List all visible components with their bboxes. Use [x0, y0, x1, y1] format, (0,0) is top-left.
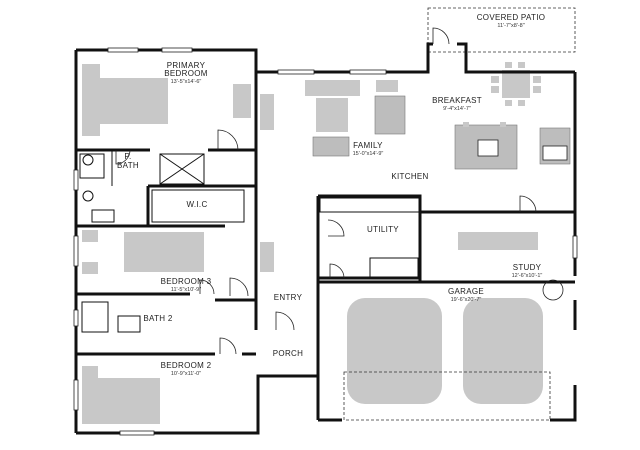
study-dim: 12'-6"x10'-1": [512, 273, 543, 279]
bedroom-3-label: BEDROOM 3: [161, 277, 212, 286]
covered-patio-area: [427, 7, 576, 53]
furniture: [82, 62, 571, 424]
family-label: FAMILY: [353, 141, 383, 150]
bedroom-2-dim: 10'-9"x11'-0": [171, 371, 201, 377]
primary-bedroom-dim: 13'-5"x14'-6": [171, 79, 202, 85]
p-bath-label: P.: [124, 152, 131, 161]
utility-label: UTILITY: [367, 225, 399, 234]
wic-label: W.I.C: [186, 200, 207, 209]
walls: [74, 42, 577, 435]
windows: [73, 47, 578, 436]
garage-label: GARAGE: [448, 287, 484, 296]
breakfast-label: BREAKFAST: [432, 96, 482, 105]
study-label: STUDY: [513, 263, 542, 272]
covered-patio-label: COVERED PATIO: [477, 13, 546, 22]
breakfast-dim: 9'-4"x14'-7": [443, 106, 471, 112]
bath-2-label: BATH 2: [143, 314, 172, 323]
garage-door: [343, 371, 551, 421]
garage-dim: 19'-6"x20'-7": [451, 297, 482, 303]
bedroom-2-label: BEDROOM 2: [161, 361, 212, 370]
primary-bedroom-label-2: BEDROOM: [164, 69, 207, 78]
closets: [79, 150, 421, 333]
p-bath-label-2: BATH: [117, 161, 139, 170]
primary-bedroom-label: PRIMARY: [167, 61, 206, 70]
entry-label: ENTRY: [274, 293, 303, 302]
doors: [115, 27, 564, 355]
covered-patio-dim: 11'-7"x8'-8": [497, 23, 524, 29]
bedroom-3-dim: 11'-5"x10'-9": [171, 287, 201, 293]
kitchen-label: KITCHEN: [391, 172, 428, 181]
family-dim: 15'-0"x14'-9": [353, 151, 384, 157]
porch-label: PORCH: [273, 349, 303, 358]
